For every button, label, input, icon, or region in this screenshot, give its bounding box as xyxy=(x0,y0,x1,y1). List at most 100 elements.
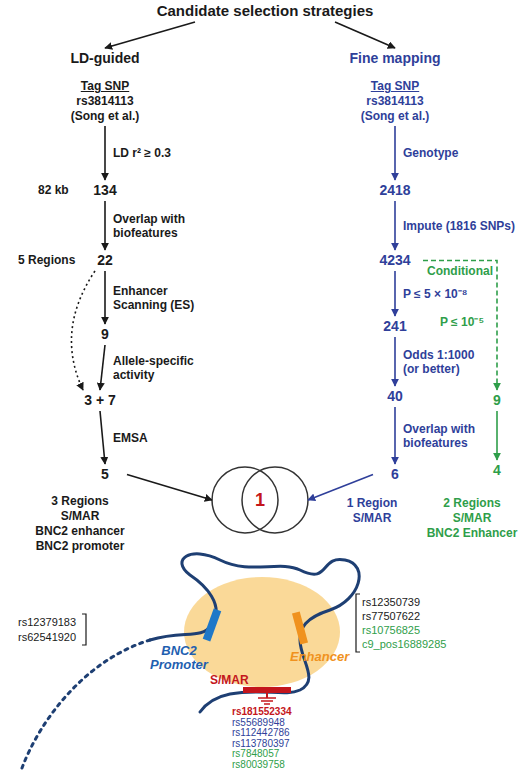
flow-arrow xyxy=(100,411,105,464)
flow-arrow xyxy=(394,271,396,316)
count-step: 22 xyxy=(80,252,130,269)
flow-arrow xyxy=(335,22,395,48)
flow-arrow xyxy=(394,201,396,250)
edge-label: Conditional xyxy=(415,264,505,278)
node-text: rs3814113 xyxy=(25,94,185,109)
node-text: 9 xyxy=(482,392,512,409)
flow-arrow xyxy=(71,271,95,390)
edge-label: Overlap with biofeatures xyxy=(403,422,498,450)
edge-label: Odds 1:1000 (or better) xyxy=(403,348,493,376)
snp-label: P ≤ 10⁻⁵ xyxy=(440,316,484,329)
node-text: BNC2 Enhancer xyxy=(424,526,520,541)
flow-arrow xyxy=(308,475,373,501)
promoter-bar xyxy=(203,609,221,642)
node-text: 4 xyxy=(482,462,512,479)
node-text: Candidate selection strategies xyxy=(125,2,405,20)
node-text: rs3814113 xyxy=(315,94,475,109)
heading-box: Candidate selection strategies xyxy=(125,2,405,20)
snp-label: rs80039758 xyxy=(232,759,285,770)
smar-bar xyxy=(243,687,291,693)
snp-label: S/MAR xyxy=(210,674,249,687)
flow-arrow xyxy=(100,345,105,390)
snp-label: 82 kb xyxy=(38,184,69,197)
count-step: 5 xyxy=(85,466,125,483)
bracket xyxy=(82,614,86,645)
strategy-box: Fine mappingTag SNPrs3814113(Song et al.… xyxy=(315,50,475,124)
node-text: BNC2 promoter xyxy=(10,539,150,554)
flow-arrow xyxy=(394,407,396,464)
snp-label: rs77507622 xyxy=(362,610,420,622)
edge-label: P ≤ 5 × 10⁻⁸ xyxy=(403,287,503,301)
node-text: S/MAR xyxy=(332,511,412,526)
enhancer-bar xyxy=(292,612,308,645)
node-text: 1 xyxy=(205,465,315,535)
venn-circle xyxy=(212,467,278,533)
ground-line xyxy=(258,697,276,699)
node-text: Tag SNP xyxy=(315,79,475,94)
node-text: BNC2 enhancer xyxy=(10,524,150,539)
flow-arrow xyxy=(496,411,498,460)
count-step: 3 + 7 xyxy=(75,392,125,409)
flow-arrow xyxy=(105,22,195,48)
node-text: Fine mapping xyxy=(315,50,475,67)
node-text: Tag SNP xyxy=(25,79,185,94)
node-text: 3 Regions xyxy=(10,494,150,509)
snp-label: c9_pos16889285 xyxy=(362,638,446,650)
count-step: 4234 xyxy=(370,252,420,269)
snp-label: rs12379183 xyxy=(18,616,76,628)
edge-label: Enhancer Scanning (ES) xyxy=(113,284,208,312)
node-text: 134 xyxy=(80,182,130,199)
ground-line xyxy=(264,703,270,705)
node-text: 241 xyxy=(370,318,420,335)
snp-label: Enhancer xyxy=(290,650,349,664)
node-text: 4234 xyxy=(370,252,420,269)
edge-label: Genotype xyxy=(403,146,483,160)
edge-label: Impute (1816 SNPs) xyxy=(403,219,520,233)
result-box: 1 RegionS/MAR xyxy=(332,496,412,526)
count-step: 4 xyxy=(482,462,512,479)
node-text: 9 xyxy=(80,326,130,343)
node-text: S/MAR xyxy=(10,509,150,524)
chromatin-loop xyxy=(150,554,359,712)
node-text: 3 + 7 xyxy=(75,392,125,409)
node-text: 22 xyxy=(80,252,130,269)
result-box: 2 RegionsS/MARBNC2 Enhancer xyxy=(424,496,520,541)
count-step: 134 xyxy=(80,182,130,199)
count-step: 6 xyxy=(375,466,415,483)
venn-circle xyxy=(242,467,308,533)
snp-label: rs12350739 xyxy=(362,596,420,608)
node-text: 1 Region xyxy=(332,496,412,511)
snp-label: rs7848057 xyxy=(232,748,279,759)
node-text: (Song et al.) xyxy=(315,109,475,124)
flow-arrow xyxy=(104,201,106,250)
count-step: 9 xyxy=(80,326,130,343)
flow-arrow xyxy=(104,271,106,324)
snp-label: rs113780397 xyxy=(232,738,290,749)
snp-label: 5 Regions xyxy=(18,254,75,267)
snp-label: rs55689948 xyxy=(232,717,285,728)
snp-label: BNC2 Promoter xyxy=(146,644,212,672)
count-step: 2418 xyxy=(370,182,420,199)
edge-label: EMSA xyxy=(113,431,173,445)
ground-line xyxy=(261,700,273,702)
node-text: 6 xyxy=(375,466,415,483)
edge-label: LD r² ≥ 0.3 xyxy=(113,146,213,160)
node-text: 2 Regions xyxy=(424,496,520,511)
flow-arrow xyxy=(394,126,396,180)
snp-label: rs112442786 xyxy=(232,727,290,738)
edge-label: Allele-specific activity xyxy=(113,354,208,382)
node-text: (Song et al.) xyxy=(25,109,185,124)
count-step: 241 xyxy=(370,318,420,335)
node-text: 2418 xyxy=(370,182,420,199)
snp-label: rs62541920 xyxy=(18,631,76,643)
venn-diagram: 1 xyxy=(205,465,315,535)
edge-label: Overlap with biofeatures xyxy=(113,212,208,240)
count-step: 9 xyxy=(482,392,512,409)
flow-arrow xyxy=(127,475,212,501)
snp-label: rs181552334 xyxy=(232,706,292,717)
flow-arrow xyxy=(394,337,396,386)
snp-label: rs10756825 xyxy=(362,624,420,636)
strategy-box: LD-guidedTag SNPrs3814113(Song et al.) xyxy=(25,50,185,124)
